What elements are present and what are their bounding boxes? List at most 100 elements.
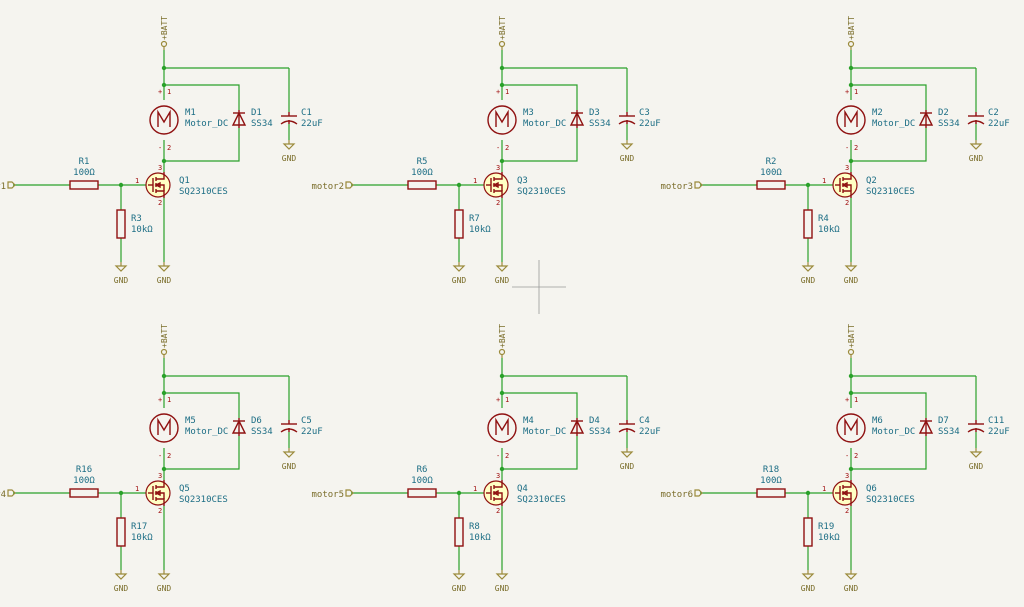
junction-dot <box>848 65 854 71</box>
mosfet-drain-pin: 3 <box>158 164 162 172</box>
diode-value: SS34 <box>938 119 960 129</box>
motor-ref: M3 <box>523 108 534 118</box>
diode-anode-wire <box>164 128 240 162</box>
mosfet-value: SQ2310CES <box>866 187 915 197</box>
batt-power-symbol: +BATT <box>847 16 856 50</box>
gnd-label: GND <box>282 154 297 163</box>
diode-anode-wire <box>502 436 578 470</box>
motor-input-label[interactable]: motor6 <box>660 489 703 500</box>
mosfet-source-pin: 2 <box>158 199 162 207</box>
motor-pin-1: 1 <box>505 396 509 404</box>
motor-input-label[interactable]: motor4 <box>0 489 16 500</box>
capacitor-ref: C2 <box>988 108 999 118</box>
motor-value: Motor_DC <box>872 427 915 437</box>
motor-input-text: motor5 <box>311 490 344 500</box>
gate-resistor-ref: R1 <box>79 157 90 167</box>
motor-minus-pin: - <box>845 452 849 460</box>
motor-pin-1: 1 <box>505 88 509 96</box>
capacitor-ref: C4 <box>639 416 650 426</box>
cap-gnd-symbol: GND <box>969 140 984 163</box>
capacitor-value: 22uF <box>988 427 1010 437</box>
motor-ref: M5 <box>185 416 196 426</box>
source-gnd-symbol: GND <box>495 570 509 593</box>
mosfet-drain-pin: 3 <box>496 472 500 480</box>
mosfet-source-pin: 2 <box>845 507 849 515</box>
diode-value: SS34 <box>938 427 960 437</box>
gnd-label: GND <box>495 276 510 285</box>
motor-pin-1: 1 <box>167 88 171 96</box>
junction-dot <box>848 158 854 164</box>
cap-gnd-symbol: GND <box>282 140 297 163</box>
mosfet-value: SQ2310CES <box>179 187 228 197</box>
capacitor-ref: C11 <box>988 416 1004 426</box>
diode-cathode-wire <box>851 84 927 110</box>
pulldown-resistor-ref: R4 <box>818 214 829 224</box>
pulldown-gnd-symbol: GND <box>452 262 466 285</box>
capacitor-ref: C3 <box>639 108 650 118</box>
mosfet-source-pin: 2 <box>496 507 500 515</box>
motor-input-label[interactable]: motor3 <box>660 181 703 192</box>
capacitor-value: 22uF <box>301 427 323 437</box>
pulldown-resistor-value: 10kΩ <box>131 225 153 235</box>
junction-dot <box>161 65 167 71</box>
motor-input-label[interactable]: motor5 <box>311 489 354 500</box>
motor-input-label[interactable]: motor2 <box>311 181 354 192</box>
source-gnd-symbol: GND <box>157 570 171 593</box>
pulldown-resistor-ref: R17 <box>131 522 147 532</box>
gnd-label: GND <box>969 462 984 471</box>
diode-ref: D4 <box>589 416 600 426</box>
gnd-label: GND <box>969 154 984 163</box>
junction-dot <box>161 373 167 379</box>
mosfet-ref: Q6 <box>866 484 877 494</box>
diode-value: SS34 <box>589 119 611 129</box>
motor-input-text: motor4 <box>0 490 6 500</box>
junction-dot <box>848 373 854 379</box>
motor-input-label[interactable]: motor1 <box>0 181 16 192</box>
cap-gnd-symbol: GND <box>969 448 984 471</box>
pulldown-gnd-symbol: GND <box>801 262 815 285</box>
mosfet-value: SQ2310CES <box>517 187 566 197</box>
diode-anode-wire <box>851 128 927 162</box>
gnd-label: GND <box>620 462 635 471</box>
motor-value: Motor_DC <box>523 119 566 129</box>
diode-cathode-wire <box>502 392 578 418</box>
motor-minus-pin: - <box>496 452 500 460</box>
